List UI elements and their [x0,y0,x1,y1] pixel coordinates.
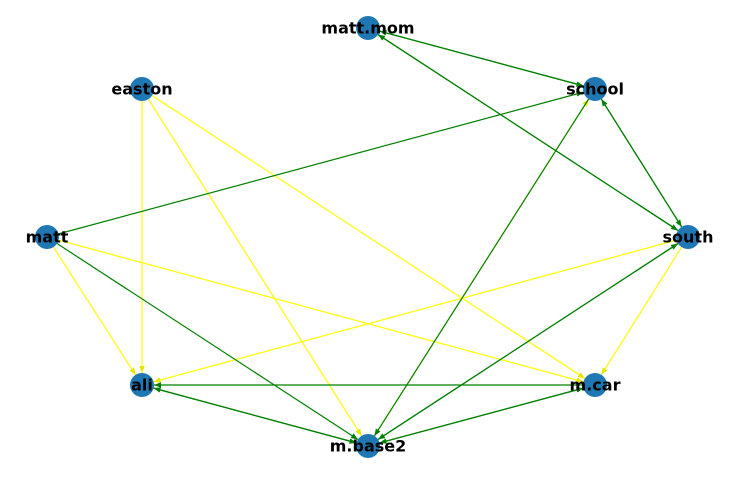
edge-school-to-m-base2 [373,98,590,437]
edge-matt-to-school [58,91,584,235]
edge-south-to-m-car [600,246,683,376]
node-label-ali: ali [131,376,153,395]
label-layer: matt.mom easton school matt south ali m.car m.b… [26,19,714,456]
node-label-south: south [663,228,714,247]
edge-matt-to-m-base2 [56,243,359,440]
node-m-car [583,373,607,397]
node-label-m-car: m.car [570,376,621,395]
node-school [583,77,607,101]
node-m-base2 [356,434,380,458]
edge-easton-to-m-car [151,95,586,379]
node-ali [130,373,154,397]
edge-matt-to-m-car [58,239,584,383]
edge-south-to-m-base2 [377,243,679,440]
node-matt-mom [356,16,380,40]
node-label-m-base2: m.base2 [330,437,407,456]
edge-layer [52,30,683,444]
edge-m-base2-to-ali [153,387,357,444]
edge-matt-to-ali [52,246,137,376]
edge-matt-mom-to-school [379,30,584,87]
edge-m-car-to-m-base2 [379,387,584,444]
node-layer [35,16,700,458]
node-matt [35,225,59,249]
node-label-matt-mom: matt.mom [321,19,414,38]
edge-matt-mom-to-south [377,34,679,231]
node-easton [130,77,154,101]
node-south [676,225,700,249]
node-label-matt: matt [26,228,69,247]
node-label-school: school [566,80,624,99]
edge-south-to-ali [153,239,677,383]
edge-south-to-school [600,98,683,228]
node-label-easton: easton [111,80,172,99]
edge-easton-to-m-base2 [147,98,363,437]
